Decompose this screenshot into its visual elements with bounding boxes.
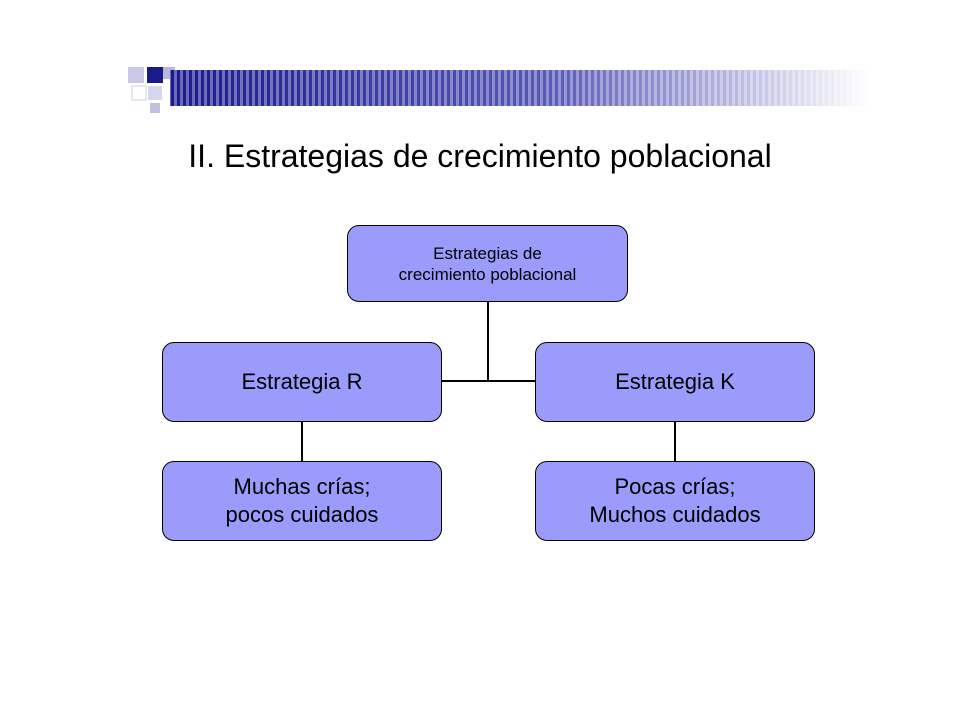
slide-title: II. Estrategias de crecimiento poblacion… [188,138,772,174]
header-banner [128,67,870,113]
strategy-r-node: Estrategia R [162,342,442,422]
root-node: Estrategias de crecimiento poblacional [347,225,628,302]
banner-squares [128,67,175,113]
strategy-k-detail-label: Pocas crías; Muchos cuidados [589,474,761,527]
strategy-r-detail-node: Muchas crías; pocos cuidados [162,461,442,541]
strategy-r-detail-label: Muchas crías; pocos cuidados [225,474,379,527]
strategy-k-detail-node: Pocas crías; Muchos cuidados [535,461,815,541]
strategy-k-label: Estrategia K [615,369,735,394]
strategy-k-node: Estrategia K [535,342,815,422]
strategy-r-label: Estrategia R [241,369,363,394]
root-node-label: Estrategias de crecimiento poblacional [398,243,577,284]
